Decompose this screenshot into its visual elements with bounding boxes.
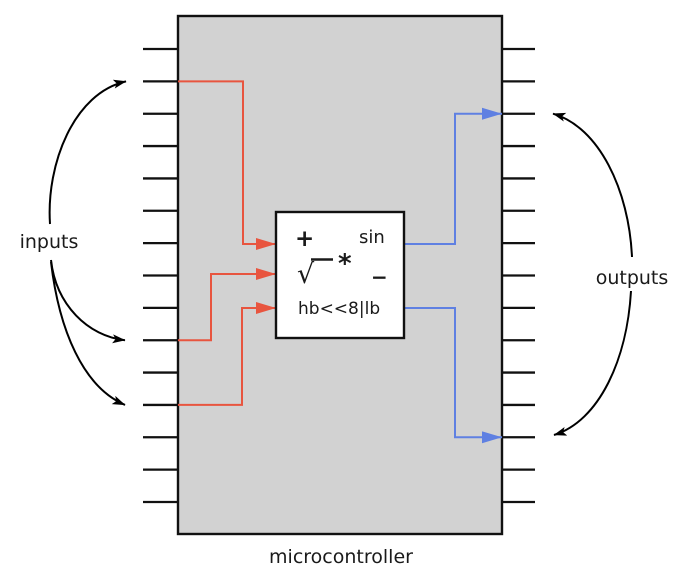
outputs-arrow-2	[553, 290, 632, 436]
chip-pins-right	[502, 47, 535, 504]
alu-box	[274, 210, 406, 340]
output-wire-2	[404, 307, 502, 444]
input-wire-2	[178, 268, 276, 342]
input-wire-1	[178, 80, 276, 250]
inputs-arrow-3	[50, 261, 126, 406]
inputs-label: inputs	[20, 231, 79, 253]
op-sqrt: √	[297, 259, 315, 290]
op-pack: hb<<8|lb	[298, 299, 380, 319]
output-wire-1	[404, 107, 502, 245]
inputs-arrow-2	[50, 259, 126, 344]
op-sin: sin	[359, 227, 385, 248]
input-wire-3	[178, 302, 276, 406]
op-minus: −	[371, 265, 388, 289]
inputs-arrow-1	[48, 79, 127, 225]
outputs-label: outputs	[596, 267, 669, 289]
chip-pins-left	[143, 47, 178, 504]
chip-label: microcontroller	[269, 546, 413, 568]
op-multiply: *	[338, 249, 352, 279]
op-plus: +	[295, 226, 314, 252]
outputs-arrow-1	[552, 112, 633, 258]
